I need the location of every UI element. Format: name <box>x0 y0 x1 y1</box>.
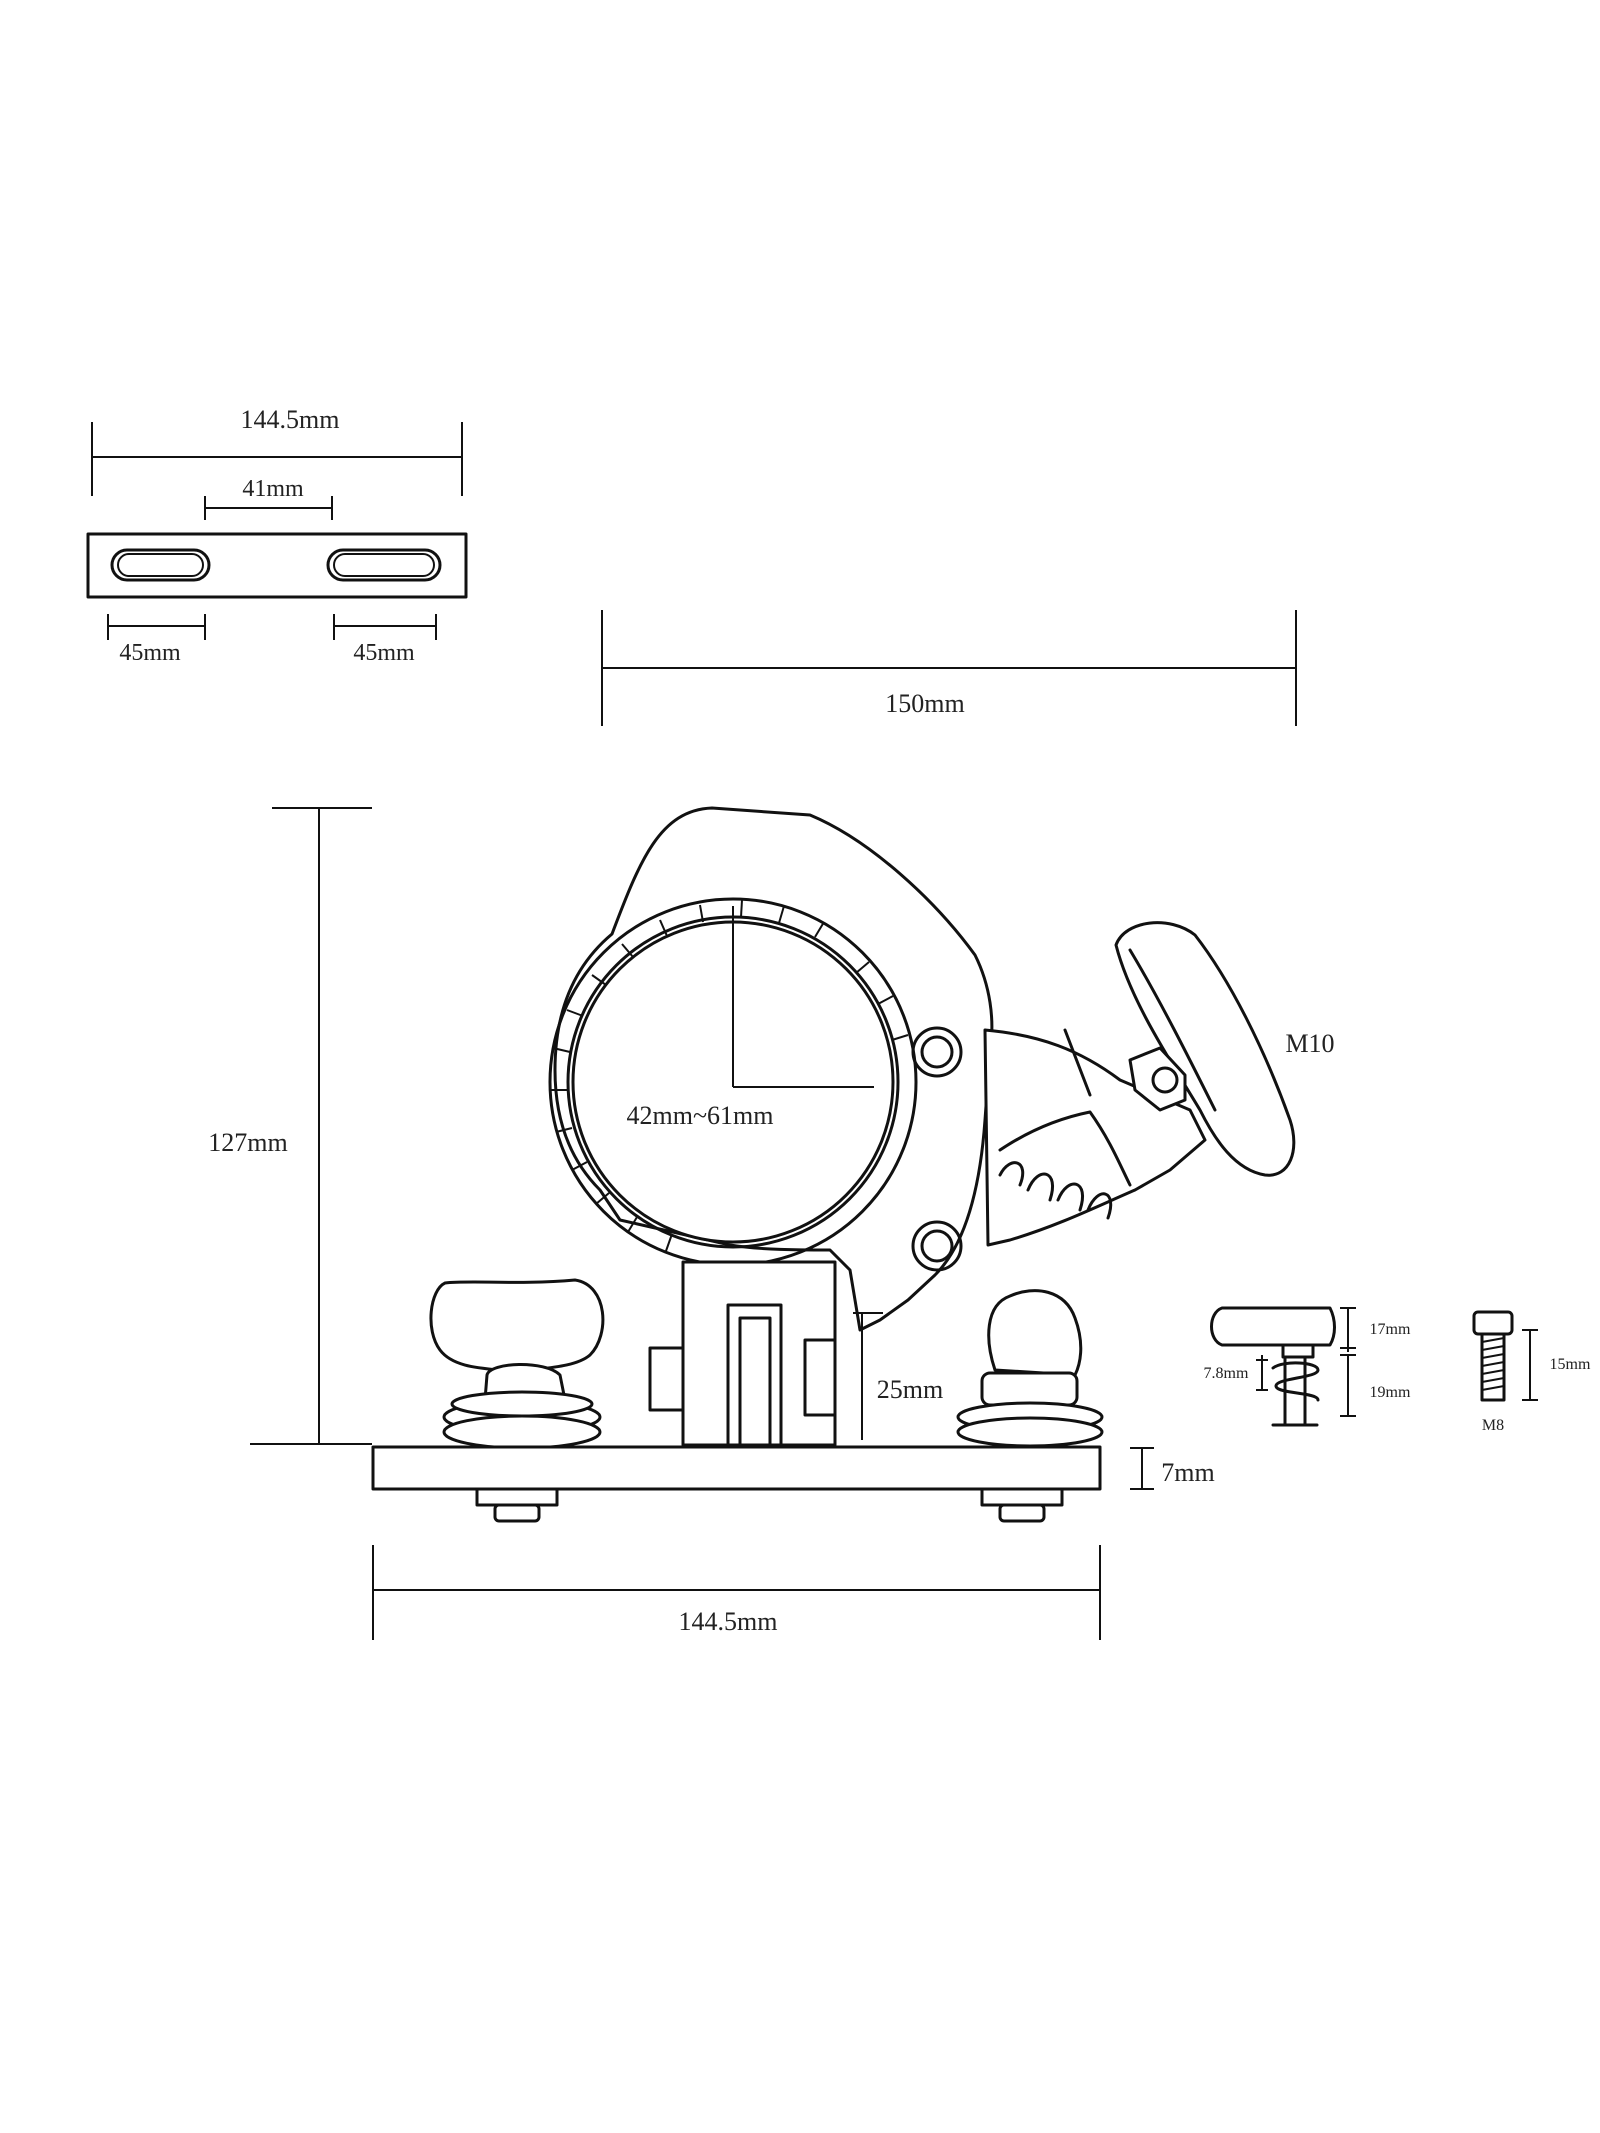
clamp-assembly: 42mm~61mm M10 25mm <box>548 806 1335 1447</box>
slot-gap-label: 41mm <box>242 476 304 502</box>
post-height-label: 25mm <box>877 1375 943 1404</box>
clamp-width-label: 150mm <box>885 689 964 718</box>
knob-shoulder-label: 7.8mm <box>1204 1365 1249 1382</box>
knob-shaft-label: 19mm <box>1370 1384 1411 1401</box>
base-width-label: 144.5mm <box>679 1607 778 1636</box>
knob-detail: 7.8mm 17mm 19mm <box>1204 1306 1411 1427</box>
thread-label: M10 <box>1285 1029 1334 1058</box>
bolt-thread-label: M8 <box>1482 1417 1504 1434</box>
slot-right-label: 45mm <box>353 640 415 666</box>
right-round-knob <box>956 1289 1104 1448</box>
left-wing-knob <box>429 1278 605 1450</box>
top-plate-width-label: 144.5mm <box>241 405 340 434</box>
clamp-width-dimension: 150mm <box>601 610 1297 726</box>
slot-left-label: 45mm <box>119 640 181 666</box>
knob-top-label: 17mm <box>1370 1321 1411 1338</box>
height-label: 127mm <box>208 1128 287 1157</box>
tube-range-label: 42mm~61mm <box>627 1101 774 1130</box>
bolt-length-label: 15mm <box>1550 1356 1591 1373</box>
height-dimension: 127mm <box>208 807 372 1445</box>
plate-thickness-label: 7mm <box>1161 1458 1214 1487</box>
base-plate: 7mm 144.5mm <box>371 1445 1215 1640</box>
bolt-detail: 15mm M8 <box>1472 1310 1591 1434</box>
top-plate-view: 144.5mm 41mm 45mm 45mm <box>86 405 468 666</box>
